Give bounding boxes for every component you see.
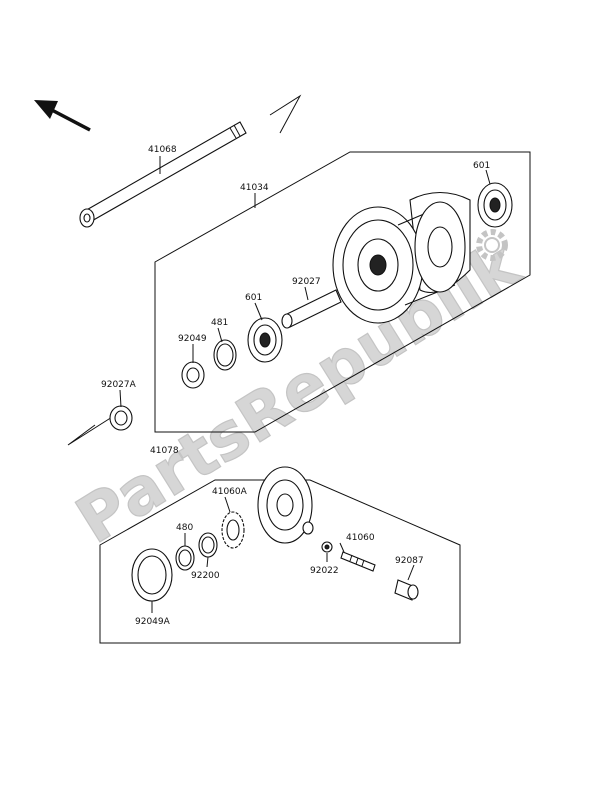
label-92200: 92200: [191, 571, 220, 581]
spacer-92027: [281, 289, 342, 329]
label-41078: 41078: [150, 446, 179, 456]
label-92049: 92049: [178, 334, 207, 344]
coupling-41060A: [221, 511, 245, 549]
leader-lines: [119, 156, 491, 613]
wheel-hub-41034: [332, 192, 471, 324]
nut-92022: [321, 541, 333, 553]
plug-92087: [394, 579, 419, 601]
axle-41068: [79, 121, 247, 228]
label-92027A: 92027A: [101, 380, 137, 390]
gear-icon: [476, 229, 508, 261]
label-480: 480: [176, 523, 193, 533]
label-92027: 92027: [292, 277, 321, 287]
label-601-left: 601: [245, 293, 262, 303]
hub-group-outline: [154, 151, 531, 433]
front-direction-arrow-icon: [34, 100, 91, 132]
bearing-601-left: [247, 317, 283, 363]
collar-92027A: [109, 405, 133, 431]
cut-lines: [67, 94, 302, 446]
label-92087: 92087: [395, 556, 424, 566]
label-41060: 41060: [346, 533, 375, 543]
oil-seal-92049: [181, 361, 205, 389]
label-92049A: 92049A: [135, 617, 171, 627]
label-41060A: 41060A: [212, 487, 248, 497]
ring-92200: [198, 532, 218, 558]
label-41034: 41034: [240, 183, 269, 193]
stud-41060: [340, 551, 376, 572]
sprocket-group-outline: [99, 479, 461, 644]
bearing-601-right: [477, 182, 513, 228]
label-92022: 92022: [310, 566, 339, 576]
part-labels: 41068 41034 601 92027 601 481 92049 9202…: [101, 145, 490, 627]
sprocket-flange-41078: [257, 466, 314, 544]
label-481: 481: [211, 318, 228, 328]
circlip-481: [213, 339, 237, 371]
circlip-480: [175, 545, 195, 571]
oil-seal-92049A: [131, 548, 173, 602]
label-41068: 41068: [148, 145, 177, 155]
label-601-right: 601: [473, 161, 490, 171]
